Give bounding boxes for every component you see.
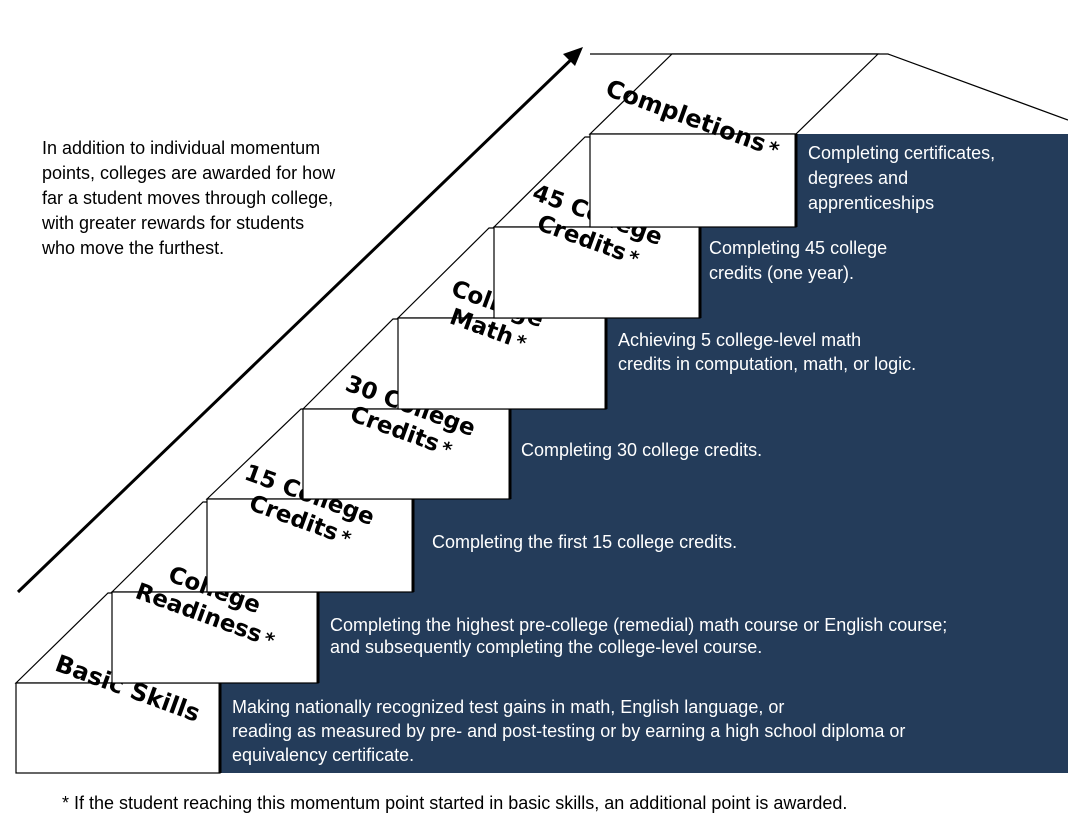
staircase: Basic SkillsCollegeReadiness*15 CollegeC… [14,53,1068,774]
step-riser [111,591,319,684]
step-description-line: Completing the highest pre-college (reme… [330,615,947,635]
step-description-line: degrees and [808,168,908,188]
step-description: Completing the highest pre-college (reme… [330,615,947,657]
step-riser [15,682,221,774]
step-riser [589,133,797,228]
step-description-line: reading as measured by pre- and post-tes… [232,721,905,741]
step-description-line: Completing 45 college [709,238,887,258]
intro-line: In addition to individual momentum [42,138,320,158]
step-description-line: credits in computation, math, or logic. [618,354,916,374]
step-riser [206,498,414,593]
step-description-line: and subsequently completing the college-… [330,637,762,657]
intro-line: with greater rewards for students [41,213,304,233]
intro-line: points, colleges are awarded for how [42,163,336,183]
step-riser [302,408,511,500]
step-description: Completing 45 college credits (one year). [709,238,887,283]
progress-arrow [16,47,583,594]
intro-line: who move the furthest. [41,238,224,258]
arrowhead-icon [563,47,583,66]
step-description: Completing the first 15 college credits. [432,532,737,552]
step-description: Making nationally recognized test gains … [232,697,905,765]
step-description-line: Making nationally recognized test gains … [232,697,784,717]
step-riser [493,226,701,319]
step-description-line: Completing 30 college credits. [521,440,762,460]
step-descriptions: Making nationally recognized test gains … [232,143,995,765]
step-description-line: Completing the first 15 college credits. [432,532,737,552]
step-description: Achieving 5 college-level math credits in… [618,330,916,374]
step-description-line: Completing certificates, [808,143,995,163]
step-description-line: equivalency certificate. [232,745,414,765]
step-description-line: Achieving 5 college-level math [618,330,861,350]
step-description-line: credits (one year). [709,263,854,283]
intro-line: far a student moves through college, [42,188,333,208]
step-riser [397,317,607,410]
step-description: Completing 30 college credits. [521,440,762,460]
navy-background [220,134,1068,773]
step-description: Completing certificates, degrees and appre… [808,143,995,213]
stair-step: Completions* [588,53,880,228]
intro-text: In addition to individual momentum points… [41,138,336,258]
footnote: * If the student reaching this momentum … [62,793,847,813]
arrow-shaft [16,51,580,594]
step-description-line: apprenticeships [808,193,934,213]
